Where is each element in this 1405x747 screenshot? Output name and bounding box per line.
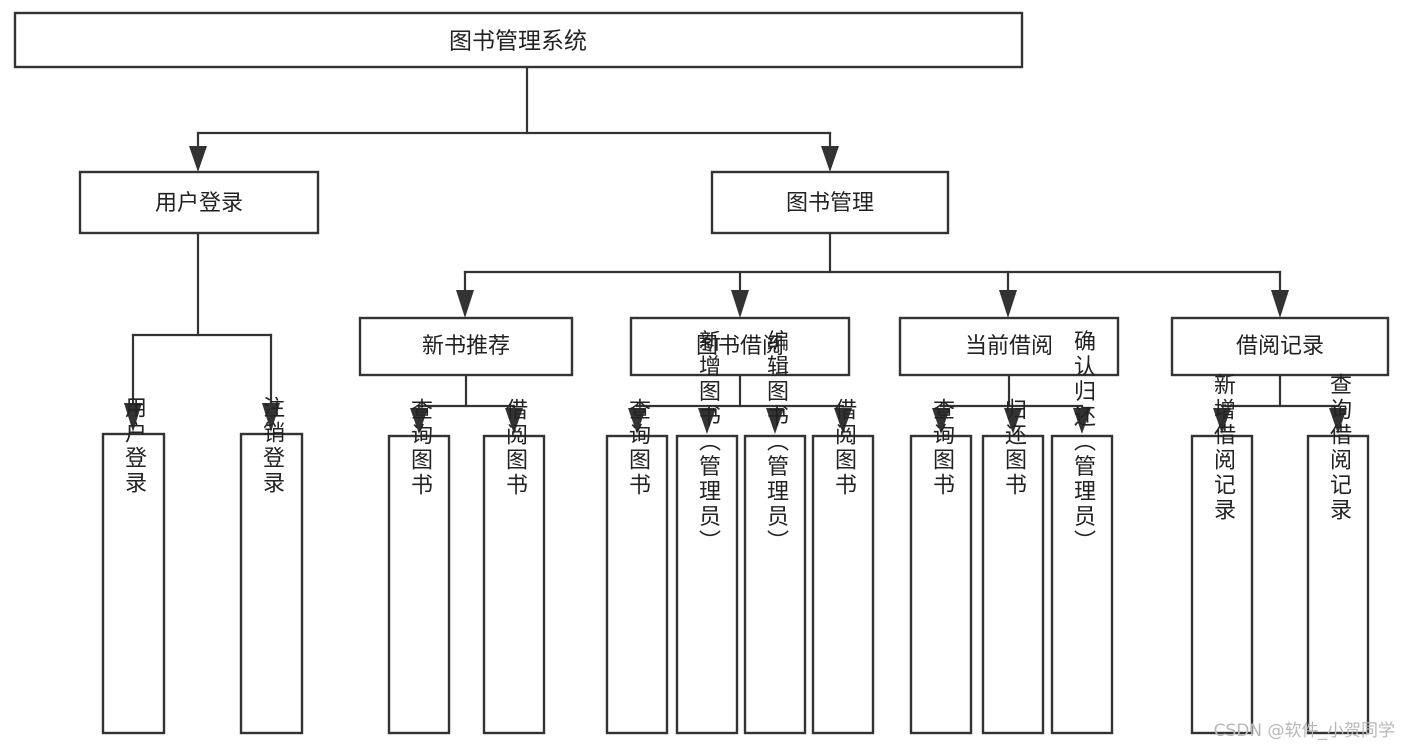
leaf-book-borrow-3-box[interactable] [743,434,807,735]
leaf-current-borrow-3-label: 确认归还（管理员） [1070,330,1096,555]
node-book-management-label: 图书管理 [786,191,874,216]
leaf-new-book-1[interactable]: 查询图书 [387,398,451,735]
node-new-book-recommend[interactable]: 新书推荐 [358,316,574,377]
leaf-new-book-2-box[interactable] [482,434,546,735]
leaf-book-borrow-1[interactable]: 查询图书 [605,398,669,735]
arrow-to-userlogin [189,146,207,172]
arrow-bookborrow-leaf-3 [766,408,784,434]
leaf-user-login-2-label: 注销登录 [259,396,285,496]
leaf-borrow-record-1-box[interactable] [1190,434,1254,735]
node-book-borrow[interactable]: 图书借阅 [629,316,851,377]
arrow-currentborrow-leaf-3 [1073,408,1091,434]
leaf-book-borrow-3-label: 编辑图书（管理员） [763,330,789,555]
node-current-borrow[interactable]: 当前借阅 [898,316,1120,377]
arrow-newbook-leaf-1 [410,408,428,434]
leaf-current-borrow-1-label: 查询图书 [929,398,955,498]
leaf-user-login-1-label: 用户登录 [121,396,147,496]
arrow-to-bookborrow [731,290,749,318]
leaf-book-borrow-3[interactable]: 编辑图书（管理员） [743,330,807,735]
leaf-book-borrow-4-box[interactable] [811,434,875,735]
leaf-borrow-record-2-label: 查询借阅记录 [1326,373,1352,523]
node-root-label: 图书管理系统 [449,29,587,55]
leaf-user-login-1[interactable]: 用户登录 [101,396,166,735]
node-book-management[interactable]: 图书管理 [710,170,950,235]
leaf-borrow-record-1-label: 新增借阅记录 [1210,373,1236,523]
leaf-current-borrow-2-box[interactable] [981,434,1045,735]
arrow-bookborrow-leaf-2 [698,408,716,434]
arrow-userlogin-leaf-1 [124,403,142,432]
leaf-current-borrow-2[interactable]: 归还图书 [981,398,1045,735]
node-current-borrow-label: 当前借阅 [965,334,1053,359]
leaf-borrow-record-2[interactable]: 查询借阅记录 [1306,373,1370,735]
leaf-book-borrow-2[interactable]: 新增图书（管理员） [675,330,739,735]
leaf-new-book-1-label: 查询图书 [407,398,433,498]
arrow-borrowrecord-leaf-1 [1213,408,1231,434]
leaf-current-borrow-2-label: 归还图书 [1001,398,1027,498]
leaf-book-borrow-2-label: 新增图书（管理员） [695,330,721,555]
node-current-borrow-box[interactable] [898,316,1120,377]
leaf-book-borrow-2-box[interactable] [675,434,739,735]
arrow-to-currentborrow [999,290,1017,318]
leaf-new-book-2[interactable]: 借阅图书 [482,398,546,735]
node-new-book-recommend-label: 新书推荐 [422,334,510,359]
node-user-login-label: 用户登录 [155,191,243,216]
leaf-book-borrow-1-box[interactable] [605,434,669,735]
arrow-newbook-leaf-2 [505,408,523,434]
node-book-borrow-box[interactable] [629,316,851,377]
watermark-text: CSDN @软件_小贺同学 [1213,721,1395,741]
leaf-current-borrow-1-box[interactable] [909,434,973,735]
node-book-borrow-label: 图书借阅 [696,334,784,359]
leaf-user-login-2[interactable]: 注销登录 [239,396,304,735]
node-borrow-record[interactable]: 借阅记录 [1170,316,1390,377]
leaf-borrow-record-2-box[interactable] [1306,434,1370,735]
arrow-to-bookmgmt [821,146,839,172]
arrow-currentborrow-leaf-1 [932,408,950,434]
arrow-bookborrow-leaf-4 [834,408,852,434]
node-new-book-recommend-box[interactable] [358,316,574,377]
arrow-bookborrow-leaf-1 [628,408,646,434]
leaf-user-login-1-box[interactable] [101,432,166,735]
leaf-new-book-1-box[interactable] [387,434,451,735]
leaf-current-borrow-1[interactable]: 查询图书 [909,398,973,735]
connector-layer [124,65,1347,434]
arrow-currentborrow-leaf-2 [1004,408,1022,434]
leaf-user-login-2-box[interactable] [239,432,304,735]
node-borrow-record-label: 借阅记录 [1236,334,1324,359]
leaf-new-book-2-label: 借阅图书 [502,398,528,498]
node-user-login-box[interactable] [78,170,320,235]
arrow-userlogin-leaf-2 [262,403,280,432]
leaf-book-borrow-1-label: 查询图书 [625,398,651,498]
node-root[interactable]: 图书管理系统 [13,11,1024,69]
node-user-login[interactable]: 用户登录 [78,170,320,235]
leaf-current-borrow-3[interactable]: 确认归还（管理员） [1050,330,1114,735]
leaf-book-borrow-4-label: 借阅图书 [831,398,857,498]
node-borrow-record-box[interactable] [1170,316,1390,377]
node-root-box[interactable] [13,11,1024,69]
leaf-borrow-record-1[interactable]: 新增借阅记录 [1190,373,1254,735]
arrow-to-newbook [456,290,474,318]
arrow-to-borrowrecord [1271,290,1289,318]
leaf-current-borrow-3-box[interactable] [1050,434,1114,735]
leaf-book-borrow-4[interactable]: 借阅图书 [811,398,875,735]
node-book-management-box[interactable] [710,170,950,235]
arrow-borrowrecord-leaf-2 [1329,408,1347,434]
